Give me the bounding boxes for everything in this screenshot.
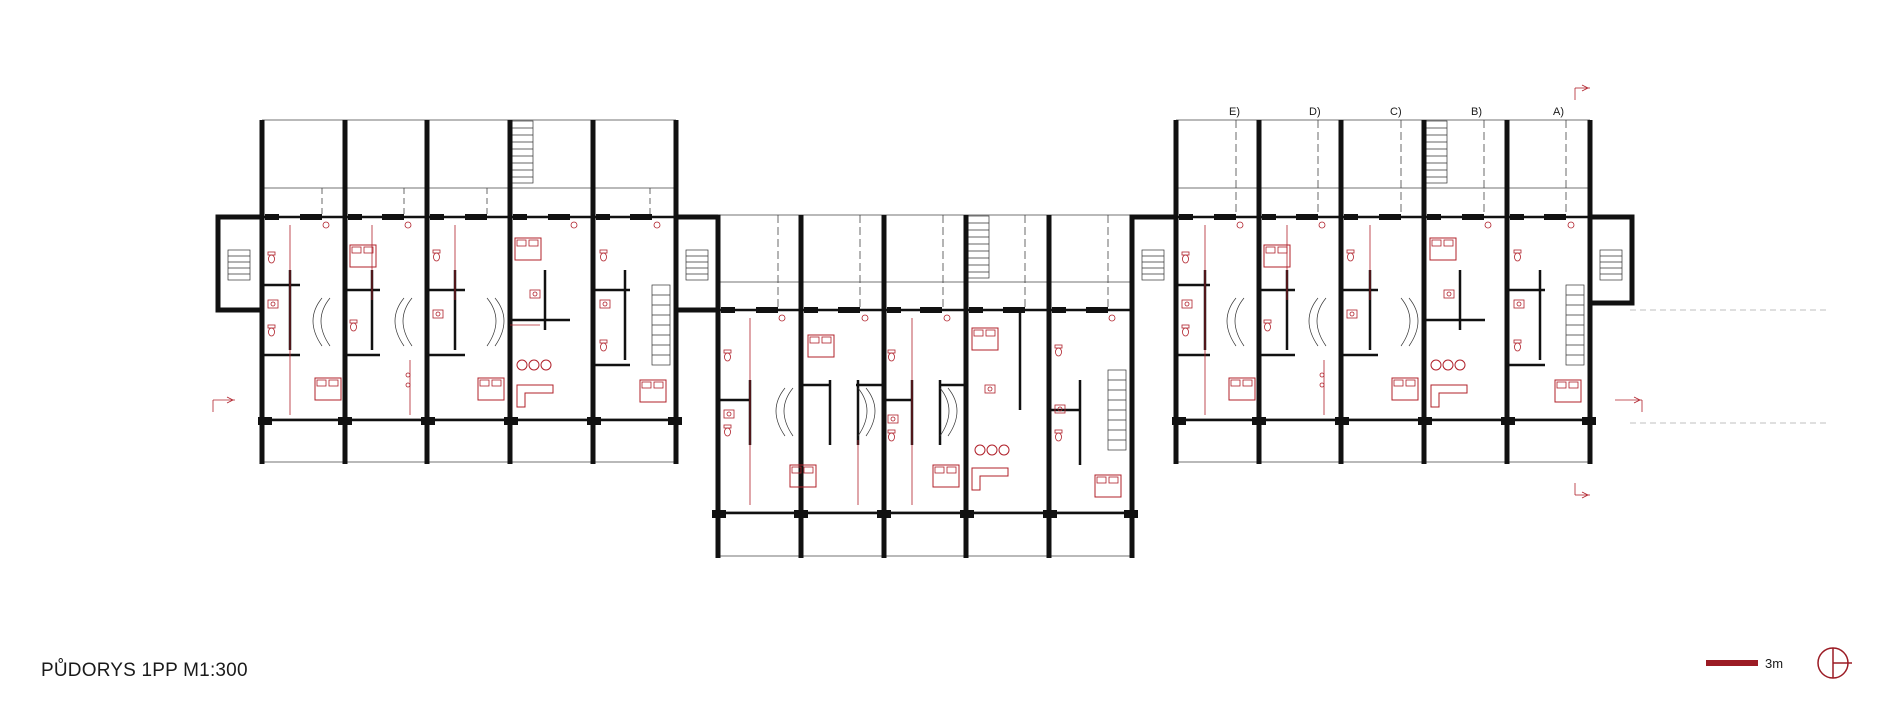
axis-label-a: A) <box>1553 106 1564 118</box>
furniture-group <box>723 327 1122 498</box>
furniture-group <box>1181 237 1582 408</box>
axis-label-e: E) <box>1229 106 1240 118</box>
left-block <box>212 119 721 464</box>
furniture-group <box>267 237 667 408</box>
north-arrow-icon <box>1817 647 1852 679</box>
middle-block <box>712 214 1138 558</box>
axis-label-b: B) <box>1471 106 1482 118</box>
scale-bar <box>1706 660 1758 666</box>
scale-bar-label: 3m <box>1765 656 1784 671</box>
right-block <box>1129 84 1830 499</box>
stair-icon <box>510 120 534 184</box>
axis-label-d: D) <box>1309 106 1321 118</box>
axis-label-c: C) <box>1390 106 1402 118</box>
section-marker-icon <box>1574 84 1643 499</box>
section-marker-icon <box>212 396 235 412</box>
drawing-title: PŮDORYS 1PP M1:300 <box>41 660 248 681</box>
